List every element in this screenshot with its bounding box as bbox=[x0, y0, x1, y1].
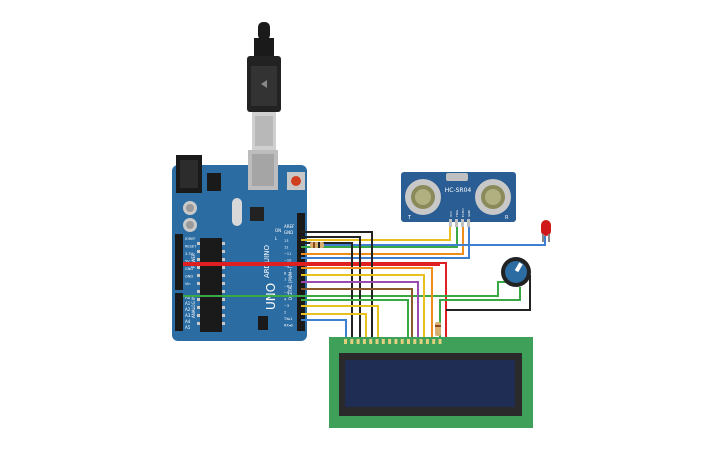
power-label: POWER bbox=[191, 253, 196, 268]
power-pin-label: GND bbox=[185, 275, 193, 279]
wires bbox=[183, 227, 546, 340]
lcd-pin[interactable] bbox=[369, 339, 373, 344]
power-pin-label: RESET bbox=[185, 245, 197, 249]
sensor-r-mark: R bbox=[505, 215, 509, 221]
gnd-label: GND bbox=[284, 230, 293, 235]
analog-label: ANALOG IN bbox=[191, 296, 196, 318]
lcd-pin[interactable] bbox=[400, 339, 404, 344]
sensor-pin-label: TRIG bbox=[455, 209, 459, 218]
sensor-t-mark: T bbox=[407, 215, 412, 221]
digital-header bbox=[297, 213, 305, 331]
on-led-label: ON bbox=[275, 228, 281, 233]
analog-pin-label: A1 bbox=[185, 301, 191, 306]
digital-pin-label: 8 bbox=[284, 272, 286, 276]
wire-pot bbox=[183, 281, 511, 297]
wire-led bbox=[320, 236, 546, 246]
digital-pin-label: 7 bbox=[284, 278, 286, 282]
digital-pin-label: ~5 bbox=[284, 291, 289, 295]
arduino-uno-board[interactable]: ARDUINO UNO ON L AREF GND DIGITAL (PWM~)… bbox=[172, 150, 307, 341]
wire-gnd-pot bbox=[446, 275, 531, 311]
power-header bbox=[175, 234, 183, 290]
digital-pin-label: ~6 bbox=[284, 285, 289, 289]
usb-cable[interactable] bbox=[247, 22, 281, 150]
resistor[interactable] bbox=[310, 242, 324, 248]
lcd-pin[interactable] bbox=[388, 339, 392, 344]
digital-pin-label: 12 bbox=[284, 246, 288, 250]
lcd-pin[interactable] bbox=[381, 339, 385, 344]
lcd-pin[interactable] bbox=[375, 339, 379, 344]
wire-5v bbox=[183, 262, 447, 340]
lcd-pin[interactable] bbox=[438, 339, 442, 344]
lcd-pin[interactable] bbox=[425, 339, 429, 344]
lcd-pins bbox=[344, 339, 442, 344]
power-pin-label: Vin bbox=[185, 282, 191, 286]
lcd-pin[interactable] bbox=[407, 339, 410, 344]
lcd-pin[interactable] bbox=[350, 339, 354, 344]
analog-header bbox=[175, 293, 183, 331]
wire-echo bbox=[301, 227, 464, 255]
wire-gnd-sensor bbox=[301, 227, 470, 259]
lcd-pin[interactable] bbox=[394, 339, 398, 344]
potentiometer[interactable] bbox=[501, 257, 531, 287]
digital-pin-label: 4 bbox=[284, 298, 287, 302]
wire-vcc bbox=[301, 227, 451, 241]
analog-pin-label: A5 bbox=[185, 325, 191, 330]
red-led[interactable] bbox=[541, 220, 551, 242]
lcd-pin[interactable] bbox=[419, 339, 423, 344]
wire-lcd-1 bbox=[301, 231, 373, 340]
sensor-pin-label: ECHO bbox=[461, 208, 465, 217]
digital-pin-label: 2 bbox=[284, 311, 286, 315]
digital-pin-labels: 13 12 ~11 ~10 ~9 8 7 ~6 ~5 4 ~3 2TX▸1RX◂0 bbox=[283, 239, 293, 328]
aref-label: AREF bbox=[284, 224, 295, 229]
analog-pin-label: A4 bbox=[185, 319, 191, 324]
analog-pin-label: A0 bbox=[185, 295, 191, 300]
digital-pin-label: ~3 bbox=[284, 304, 289, 308]
lcd-pin[interactable] bbox=[356, 339, 360, 344]
analog-pin-label: A3 bbox=[185, 313, 191, 318]
digital-label: DIGITAL (PWM~) bbox=[288, 266, 293, 300]
analog-pin-label: A2 bbox=[185, 307, 191, 312]
digital-pin-label: ~11 bbox=[284, 252, 291, 256]
lcd-pin[interactable] bbox=[344, 339, 347, 344]
power-pin-label: 3.3V bbox=[185, 252, 194, 256]
atmega-chip bbox=[200, 238, 222, 332]
digital-pin-label: ~9 bbox=[284, 265, 289, 269]
sensor-label: HC-SR04 bbox=[445, 187, 472, 194]
power-pin-label: IOREF bbox=[185, 237, 195, 241]
arduino-brand-text: ARDUINO bbox=[263, 245, 271, 278]
sensor-pin-label: GND bbox=[467, 209, 471, 217]
digital-pin-label: 13 bbox=[284, 239, 288, 243]
digital-pin-label: RX◂0 bbox=[284, 324, 293, 328]
power-pin-labels: IOREF RESET 3.3V 5V GND GND Vin bbox=[185, 237, 197, 286]
lcd-pin[interactable] bbox=[413, 339, 417, 344]
digital-pin-label: TX▸1 bbox=[283, 317, 293, 321]
lcd-screen bbox=[345, 360, 515, 407]
lcd-16x2[interactable] bbox=[329, 337, 533, 428]
power-pin-label: GND bbox=[185, 267, 193, 271]
lcd-pin[interactable] bbox=[362, 339, 366, 344]
sensor-pin-label: VCC bbox=[449, 211, 453, 217]
power-pin-label: 5V bbox=[185, 260, 190, 264]
lcd-pin[interactable] bbox=[432, 339, 436, 344]
lcd-resistor[interactable] bbox=[435, 322, 441, 336]
digital-pin-label: ~10 bbox=[284, 259, 291, 263]
l-led-label: L bbox=[275, 236, 278, 241]
